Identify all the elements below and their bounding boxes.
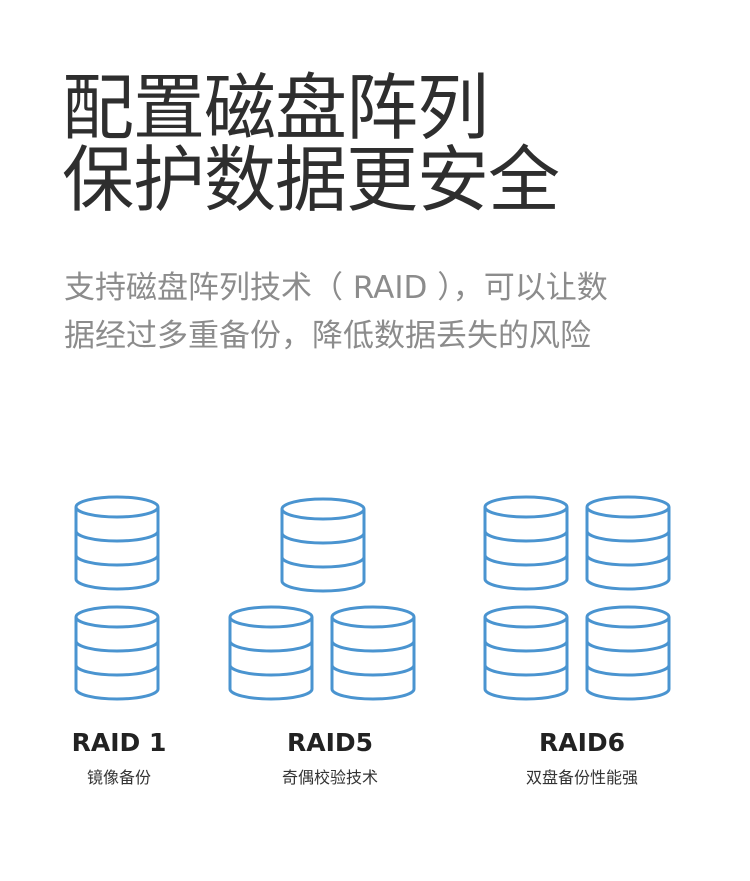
raid6-disk-group [483,495,671,701]
raid1-title: RAID 1 [71,728,167,757]
raid1-disk-group [74,495,160,701]
database-cylinder-icon [585,495,671,591]
database-cylinder-icon [483,495,569,591]
raid1-subtitle: 镜像备份 [86,768,151,787]
database-cylinder-icon [483,605,569,701]
database-cylinder-icon [585,605,671,701]
raid6-subtitle: 双盘备份性能强 [525,768,638,787]
database-cylinder-icon [280,497,366,593]
raid5-title: RAID5 [286,728,374,757]
description-line-2: 据经过多重备份，降低数据丢失的风险 [64,318,591,354]
description-line-1: 支持磁盘阵列技术（ RAID ），可以让数 [64,270,608,306]
database-cylinder-icon [74,495,160,591]
database-cylinder-icon [330,605,416,701]
headline-line-2: 保护数据更安全 [62,138,560,222]
raid5-disk-group [228,497,416,701]
headline-line-1: 配置磁盘阵列 [62,66,489,150]
page-description: 支持磁盘阵列技术（ RAID ），可以让数 据经过多重备份，降低数据丢失的风险 [64,264,608,360]
raid6-title: RAID6 [538,728,626,757]
page-headline: 配置磁盘阵列 保护数据更安全 [62,66,560,222]
database-cylinder-icon [228,605,314,701]
raid5-subtitle: 奇偶校验技术 [281,768,378,787]
database-cylinder-icon [74,605,160,701]
